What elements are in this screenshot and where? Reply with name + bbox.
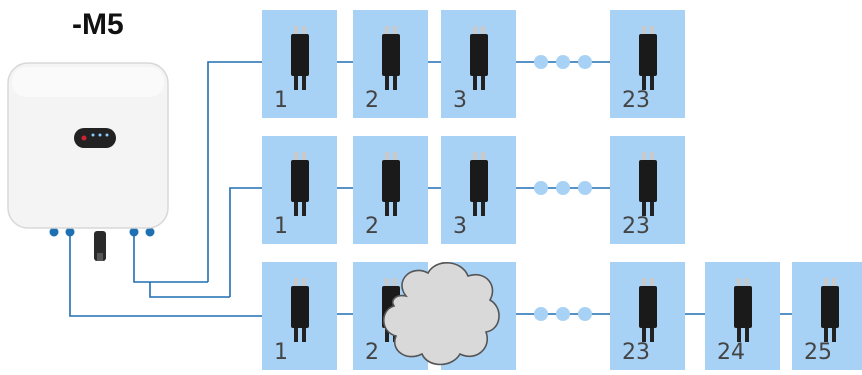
input-connector — [65, 227, 75, 237]
optimizer-icon — [467, 152, 491, 224]
string-cable — [149, 282, 230, 298]
pv-panel: 1 — [262, 262, 337, 370]
panel-number: 1 — [274, 88, 288, 113]
pv-panel: 23 — [610, 262, 685, 370]
pv-panel: 3 — [441, 10, 516, 118]
pv-panel: 25 — [792, 262, 862, 370]
input-connector — [145, 227, 155, 237]
pv-panel: 23 — [610, 10, 685, 118]
input-connector — [129, 227, 139, 237]
optimizer-icon — [288, 26, 312, 98]
ellipsis-dots-icon — [534, 307, 548, 321]
panel-number: 2 — [365, 88, 379, 113]
panel-number: 3 — [453, 88, 467, 113]
string-cable — [207, 61, 262, 282]
optimizer-icon — [731, 278, 755, 350]
panel-number: 23 — [622, 214, 650, 239]
optimizer-icon — [288, 278, 312, 350]
optimizer-icon — [379, 26, 403, 98]
ellipsis-dots-icon — [556, 181, 570, 195]
panel-number: 24 — [717, 340, 745, 365]
optimizer-icon — [818, 278, 842, 350]
pv-panel: 24 — [705, 262, 780, 370]
cloud-icon — [382, 262, 500, 366]
ellipsis-dots-icon — [534, 181, 548, 195]
panel-number: 1 — [274, 340, 288, 365]
optimizer-icon — [636, 152, 660, 224]
optimizer-icon — [636, 26, 660, 98]
ellipsis-dots-icon — [578, 181, 592, 195]
panel-number: 25 — [804, 340, 832, 365]
panel-number: 3 — [453, 214, 467, 239]
pv-panel: 2 — [353, 136, 428, 244]
input-connector — [49, 227, 59, 237]
string-cable — [69, 232, 262, 317]
pv-panel: 1 — [262, 10, 337, 118]
optimizer-icon — [379, 152, 403, 224]
string-cable — [229, 187, 262, 297]
panel-number: 1 — [274, 214, 288, 239]
ellipsis-dots-icon — [578, 307, 592, 321]
string-cable — [133, 232, 208, 283]
panel-number: 23 — [622, 88, 650, 113]
ellipsis-dots-icon — [556, 307, 570, 321]
pv-panel: 23 — [610, 136, 685, 244]
ellipsis-dots-icon — [534, 55, 548, 69]
pv-panel: 1 — [262, 136, 337, 244]
pv-panel: 2 — [353, 10, 428, 118]
pv-panel: 3 — [441, 136, 516, 244]
panel-number: 2 — [365, 340, 379, 365]
panel-number: 23 — [622, 340, 650, 365]
ellipsis-dots-icon — [578, 55, 592, 69]
optimizer-icon — [636, 278, 660, 350]
inverter-icon — [7, 62, 169, 261]
ellipsis-dots-icon — [556, 55, 570, 69]
inverter-model-label: -M5 — [72, 8, 124, 41]
panel-number: 2 — [365, 214, 379, 239]
optimizer-icon — [467, 26, 491, 98]
optimizer-icon — [288, 152, 312, 224]
